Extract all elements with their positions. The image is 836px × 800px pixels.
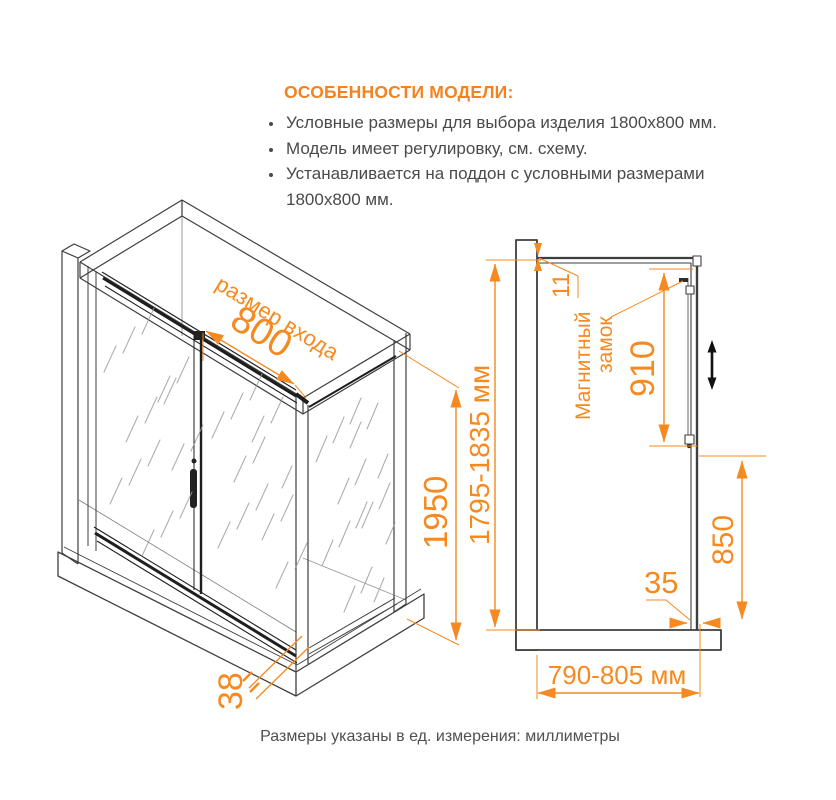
features-list: Условные размеры для выбора изделия 1800…: [262, 110, 762, 212]
side-view: 11 Магнитный замок 910 1795-1835 мм 850 …: [464, 239, 766, 699]
magnetic-lock-label-1: Магнитный: [572, 312, 595, 420]
door-handle-dot: [191, 458, 197, 464]
top-gap-arrows: [534, 243, 542, 271]
iso-dimensions: [202, 330, 462, 700]
adjust-height-value: 1795-1835 мм: [464, 365, 495, 545]
lower-span-value: 850: [707, 515, 740, 565]
magnetic-lock-hardware: [679, 278, 692, 449]
feature-item: Модель имеет регулировку, см. схему.: [284, 136, 762, 162]
adjustment-arrow: [707, 340, 717, 390]
magnetic-lock-label-2: замок: [594, 316, 617, 373]
wall-profile: [515, 239, 538, 651]
features-title: ОСОБЕННОСТИ МОДЕЛИ:: [284, 82, 514, 102]
total-height-value: 1950: [417, 476, 454, 549]
feature-item: Устанавливается на поддон с условными ра…: [284, 161, 762, 212]
features-block: ОСОБЕННОСТИ МОДЕЛИ: Условные размеры для…: [262, 82, 762, 212]
door-handle: [190, 469, 197, 508]
shower-tray: [515, 629, 722, 651]
iso-frame-lines: [61, 199, 411, 671]
top-gap-value: 11: [548, 273, 575, 298]
glass-hatching: [103, 307, 396, 613]
feature-item: Условные размеры для выбора изделия 1800…: [284, 110, 762, 136]
iso-view: размер входа 800 1950 38: [57, 199, 462, 710]
side-dimensions: [486, 257, 766, 699]
profile-depth-value: 38: [212, 672, 250, 710]
lock-span-value: 910: [624, 340, 662, 397]
units-note: Размеры указаны в ед. измерения: миллиме…: [260, 728, 620, 745]
iso-tray: [57, 546, 425, 697]
width-range-value: 790-805 мм: [548, 660, 686, 690]
door-roller: [194, 331, 205, 340]
bottom-gap-value: 35: [644, 565, 678, 600]
